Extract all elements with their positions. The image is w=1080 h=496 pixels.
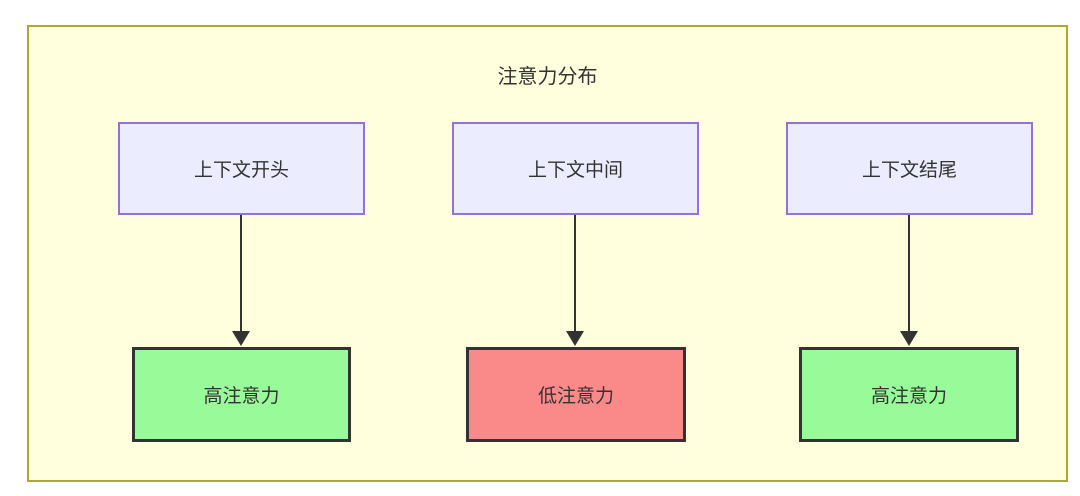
node-label: 低注意力: [537, 386, 614, 407]
node-label: 上下文结尾: [861, 160, 957, 181]
node-high-attention-right: 高注意力: [799, 347, 1019, 442]
arrowhead-icon: [566, 331, 584, 346]
arrow-line: [240, 215, 242, 331]
arrowhead-icon: [232, 331, 250, 346]
node-context-start: 上下文开头: [118, 122, 365, 215]
node-label: 高注意力: [203, 386, 280, 407]
node-label: 上下文开头: [193, 160, 289, 181]
arrow-end-to-high: [899, 215, 919, 346]
node-context-end: 上下文结尾: [786, 122, 1033, 215]
diagram-title: 注意力分布: [497, 66, 598, 88]
arrow-line: [908, 215, 910, 331]
arrow-line: [574, 215, 576, 331]
node-label: 高注意力: [870, 386, 947, 407]
arrowhead-icon: [900, 331, 918, 346]
node-context-middle: 上下文中间: [452, 122, 699, 215]
node-high-attention-left: 高注意力: [132, 347, 351, 442]
arrow-middle-to-low: [565, 215, 585, 346]
arrow-start-to-high: [231, 215, 251, 346]
diagram-canvas: 注意力分布 上下文开头 上下文中间 上下文结尾 高注意力 低注意力 高注意力: [27, 25, 1068, 482]
node-low-attention: 低注意力: [466, 347, 686, 442]
node-label: 上下文中间: [527, 160, 623, 181]
